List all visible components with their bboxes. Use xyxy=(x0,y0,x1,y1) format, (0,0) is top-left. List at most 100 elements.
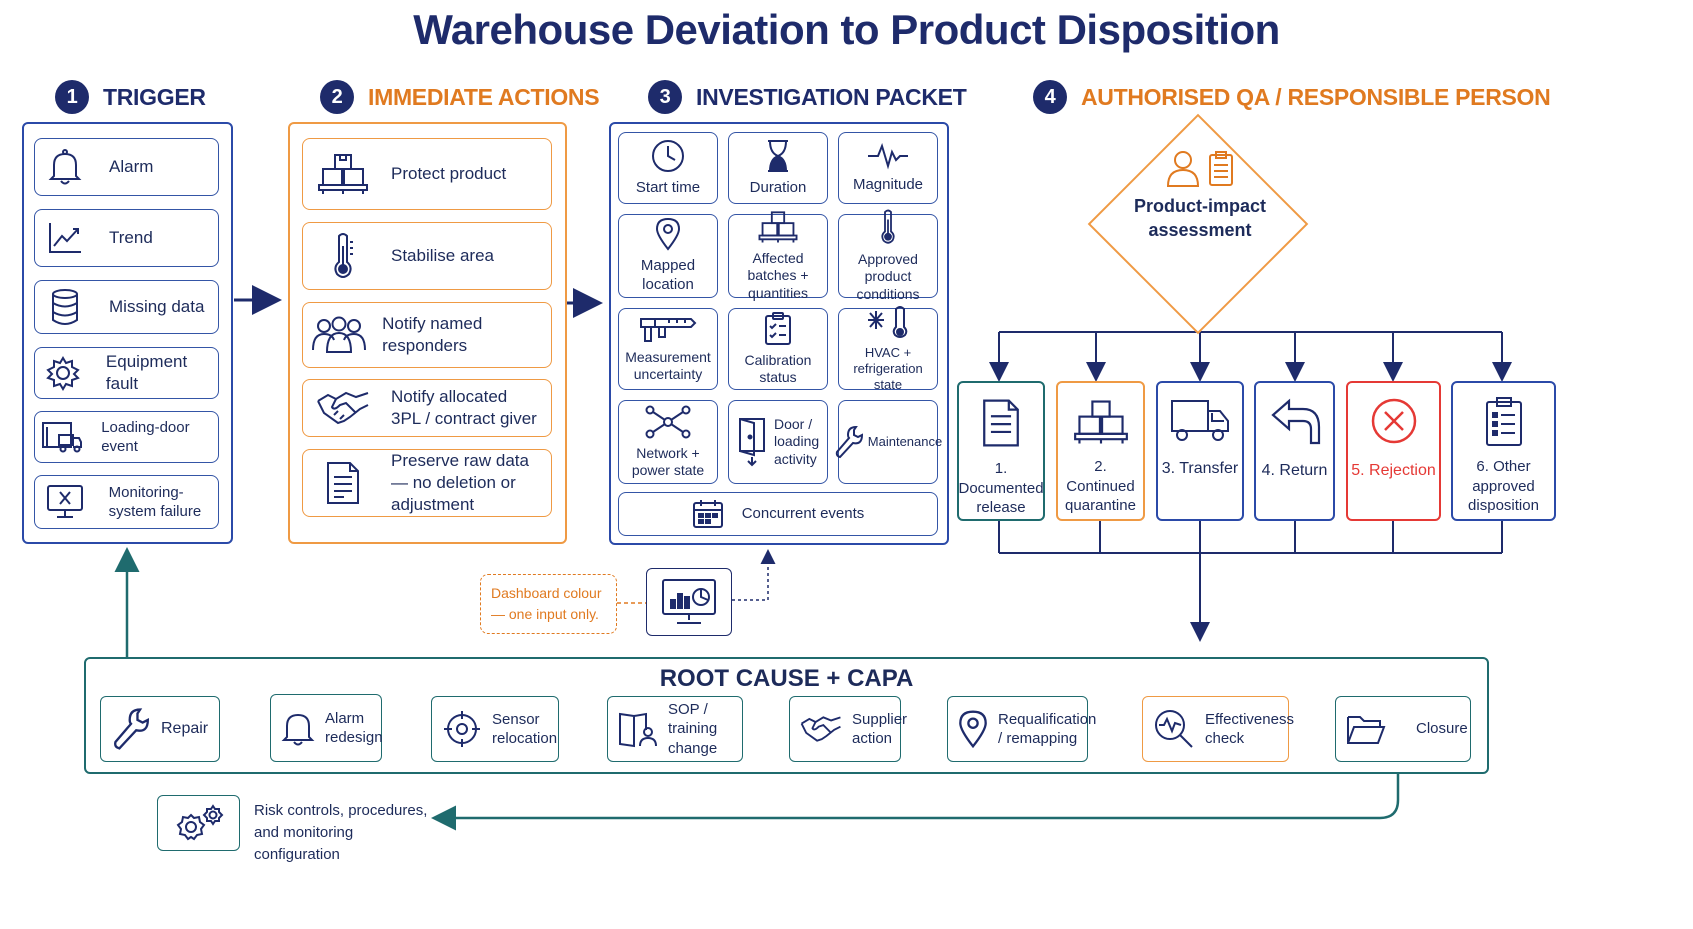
calendar-icon xyxy=(692,499,724,529)
outcome-label: 3. Transfer xyxy=(1161,460,1239,477)
outcome-rejection[interactable]: 5. Rejection xyxy=(1346,381,1441,521)
investigation-item[interactable]: Affected batches + quantities xyxy=(728,211,828,301)
outcome-other-approved-disposition[interactable]: 6. Other approved disposition xyxy=(1451,381,1556,521)
outcome-documented-release[interactable]: 1. Documented release xyxy=(957,381,1045,521)
capa-step-label: Repair xyxy=(161,719,209,737)
investigation-item[interactable]: HVAC + refrigeration state xyxy=(838,305,938,392)
investigation-label: Network + power state xyxy=(631,444,705,479)
investigation-item[interactable]: Start time xyxy=(618,132,718,204)
capa-step-sensor-relocation[interactable]: Sensor relocation xyxy=(431,696,559,762)
page-title: Warehouse Deviation to Product Dispositi… xyxy=(413,6,1280,53)
trigger-item[interactable]: Loading-door event xyxy=(34,411,219,463)
investigation-item[interactable]: Door / loading activity xyxy=(728,400,828,484)
investigation-item[interactable]: Magnitude xyxy=(838,132,938,204)
capa-step-label: Closure xyxy=(1416,720,1468,738)
trigger-item[interactable]: Equipment fault xyxy=(34,347,219,399)
outcome-label: 1. Documented release xyxy=(958,460,1044,516)
section-label: IMMEDIATE ACTIONS xyxy=(368,83,600,110)
investigation-item[interactable]: Approved product conditions xyxy=(838,209,938,302)
root-cause-title: ROOT CAUSE + CAPA xyxy=(659,665,914,692)
capa-step-supplier-action[interactable]: Supplier action xyxy=(789,696,907,762)
investigation-label: Approved product conditions xyxy=(856,250,920,302)
clock-icon xyxy=(651,139,685,173)
immediate-action-label: Protect product xyxy=(391,163,507,183)
immediate-action-item[interactable]: Protect product xyxy=(302,138,552,210)
investigation-label: Affected batches + quantities xyxy=(747,249,809,301)
capa-step-label: Supplier action xyxy=(852,710,908,748)
investigation-label: Door / loading activity xyxy=(774,415,820,467)
outcome-return[interactable]: 4. Return xyxy=(1254,381,1335,521)
section-label: TRIGGER xyxy=(103,83,206,110)
capa-step-label: SOP / training change xyxy=(668,700,718,757)
capa-step-effectiveness-check[interactable]: Effectiveness check xyxy=(1142,696,1294,762)
snowflake-thermometer-icon xyxy=(866,305,910,339)
x-circle-icon xyxy=(1370,397,1418,445)
outcome-label: 4. Return xyxy=(1261,462,1328,479)
capa-step-alarm-redesign[interactable]: Alarm redesign xyxy=(270,694,383,762)
gear-icon xyxy=(35,355,92,391)
investigation-item[interactable]: Mapped location xyxy=(618,214,718,298)
caliper-icon xyxy=(639,315,697,343)
trigger-label: Missing data xyxy=(109,296,205,316)
capa-step-requalification-remapping[interactable]: Requalification / remapping xyxy=(947,696,1097,762)
trigger-item[interactable]: Missing data xyxy=(34,280,219,334)
document-icon xyxy=(982,397,1020,449)
thermometer-icon xyxy=(878,209,898,245)
immediate-action-item[interactable]: Notify named responders xyxy=(302,302,552,368)
investigation-label: Measurement uncertainty xyxy=(625,348,711,383)
monitor-error-icon xyxy=(35,484,95,520)
target-icon xyxy=(442,709,482,749)
investigation-label: Mapped location xyxy=(640,257,696,293)
investigation-label: HVAC + refrigeration state xyxy=(853,344,923,393)
book-person-icon xyxy=(618,710,658,748)
immediate-action-item[interactable]: Stabilise area xyxy=(302,222,552,290)
investigation-item[interactable]: Duration xyxy=(728,132,828,204)
capa-step-repair[interactable]: Repair xyxy=(100,696,220,762)
capa-step-label: Requalification / remapping xyxy=(998,710,1097,748)
capa-step-label: Sensor relocation xyxy=(492,710,558,748)
section-header-qa-person: 4 AUTHORISED QA / RESPONSIBLE PERSON xyxy=(1033,80,1551,114)
immediate-action-item[interactable]: Preserve raw data — no deletion or adjus… xyxy=(302,449,552,517)
investigation-label: Calibration status xyxy=(744,351,812,386)
trigger-item[interactable]: Monitoring-system failure xyxy=(34,475,219,529)
outcome-transfer[interactable]: 3. Transfer xyxy=(1156,381,1244,521)
assessment-content: Product-impact assessment xyxy=(1130,150,1270,243)
truck-icon xyxy=(1170,397,1230,443)
assessment-label: Product-impact assessment xyxy=(1133,196,1266,241)
trigger-item[interactable]: Trend xyxy=(34,209,219,267)
section-label: AUTHORISED QA / RESPONSIBLE PERSON xyxy=(1081,83,1551,110)
investigation-label: Magnitude xyxy=(852,175,924,193)
magnifier-pulse-icon xyxy=(1153,708,1195,750)
section-header-immediate-actions: 2 IMMEDIATE ACTIONS xyxy=(320,80,600,114)
clipboard-icon xyxy=(1208,150,1234,188)
investigation-label: Maintenance xyxy=(867,433,943,449)
capa-step-sop-training-change[interactable]: SOP / training change xyxy=(607,696,743,762)
investigation-item[interactable]: Measurement uncertainty xyxy=(618,308,718,390)
step-number-badge: 2 xyxy=(320,80,354,114)
truck-dock-icon xyxy=(35,421,89,453)
trigger-label: Trend xyxy=(109,227,153,247)
feedback-note-label: Risk controls, procedures, and monitorin… xyxy=(254,802,428,863)
immediate-action-label: Preserve raw data — no deletion or adjus… xyxy=(391,450,529,515)
person-icon xyxy=(1166,150,1200,188)
outcome-continued-quarantine[interactable]: 2. Continued quarantine xyxy=(1056,381,1145,521)
investigation-item[interactable]: Calibration status xyxy=(728,308,828,390)
immediate-action-label: Notify named responders xyxy=(382,313,483,355)
capa-step-closure[interactable]: Closure xyxy=(1335,696,1471,762)
people-icon xyxy=(303,316,374,354)
capa-step-label: Effectiveness check xyxy=(1205,710,1294,748)
concurrent-events-item[interactable]: Concurrent events xyxy=(618,492,938,536)
investigation-item[interactable]: Network + power state xyxy=(618,400,718,484)
trigger-item[interactable]: Alarm xyxy=(34,138,219,196)
document-icon xyxy=(303,461,383,505)
trigger-label: Loading-door event xyxy=(101,418,190,456)
pallet-icon xyxy=(303,152,383,196)
checklist-icon xyxy=(1485,397,1523,447)
bell-icon xyxy=(35,148,95,186)
investigation-item[interactable]: Maintenance xyxy=(835,400,942,484)
immediate-action-item[interactable]: Notify allocated 3PL / contract giver xyxy=(302,379,552,437)
database-icon xyxy=(35,288,95,326)
trigger-label: Equipment fault xyxy=(105,351,188,393)
bell-icon xyxy=(281,708,315,748)
dashboard-monitor-icon xyxy=(646,568,732,636)
